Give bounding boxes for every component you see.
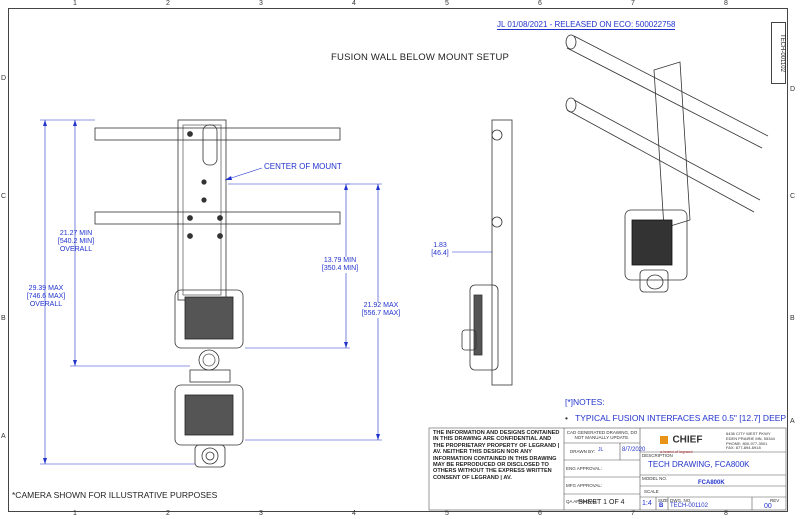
notes-item-text: TYPICAL FUSION INTERFACES ARE 0.5" [12.7… — [575, 413, 787, 423]
address-line-1: 6436 CITY WEST PKWY — [726, 431, 771, 436]
zone-col-bottom-3: 3 — [259, 510, 263, 517]
zone-col-bottom-5: 5 — [445, 510, 449, 517]
front-upper-knob — [198, 349, 220, 371]
rev-label: REV — [770, 498, 780, 503]
dim-max-center-inch: 21.92 MAX — [363, 302, 399, 309]
iso-rail — [653, 61, 691, 229]
rev-value: 00 — [764, 503, 772, 510]
zone-col-bottom-4: 4 — [352, 510, 356, 517]
front-upper-bracket — [174, 289, 244, 349]
brand-mark-icon — [660, 435, 668, 444]
dim-max-center: 21.92 MAX [556.7 MAX] — [356, 302, 406, 318]
notes-heading: [*]NOTES: — [565, 397, 605, 407]
iso-camera — [624, 209, 688, 281]
front-rail — [177, 119, 227, 301]
dim-max-overall: 29.39 MAX [746.6 MAX] OVERALL — [20, 285, 72, 309]
zone-col-bottom-2: 2 — [166, 510, 170, 517]
address-line-2: EDEN PRAIRIE MN, 55344 — [726, 435, 775, 441]
zone-row-left-a: A — [1, 433, 6, 440]
address-line-3: PHONE: 800-977-3901 — [726, 440, 768, 446]
dim-min-center-mm: [350.4 MIN] — [321, 265, 359, 272]
description-value: TECH DRAWING, FCA800K — [648, 460, 750, 469]
center-of-mount-callout: CENTER OF MOUNT — [264, 162, 342, 171]
dwg-value: TECH-001102 — [670, 503, 708, 509]
model-label: MODEL NO. — [642, 476, 668, 481]
brand-address: 6436 CITY WEST PKWY EDEN PRAIRIE MN, 553… — [726, 431, 775, 451]
title-block-frame — [428, 427, 787, 511]
drawn-by-value: JL — [598, 447, 604, 453]
drawn-by-label: DRAWN BY: — [570, 449, 596, 454]
side-doc-number: TECH-001102 — [771, 22, 786, 84]
model-value: FCA800K — [698, 480, 725, 486]
zone-col-bottom-1: 1 — [73, 510, 77, 517]
dim-max-overall-mm: [746.6 MAX] — [26, 293, 66, 300]
eng-approval: ENG APPROVAL: — [566, 466, 602, 471]
drawn-date: 8/7/2020 — [622, 447, 646, 453]
sheet-number: SHEET 1 OF 4 — [578, 499, 625, 506]
dim-max-overall-label: OVERALL — [29, 301, 63, 308]
zone-col-bottom-8: 8 — [724, 510, 728, 517]
scale-value: 1:4 — [642, 500, 652, 507]
dwg-label: DWG. NO. — [670, 498, 692, 503]
description-label: DESCRIPTION — [642, 453, 673, 458]
zone-col-top-8: 8 — [724, 0, 728, 7]
dim-max-center-mm: [556.7 MAX] — [361, 310, 401, 317]
side-bracket — [469, 284, 499, 371]
zone-row-right-b: B — [790, 315, 795, 322]
qa-approval: QA APPROVAL: — [566, 499, 599, 504]
zone-col-top-3: 3 — [259, 0, 263, 7]
confidential-notice: THE INFORMATION AND DESIGNS CONTAINED IN… — [433, 430, 560, 481]
lower-crossbar — [94, 211, 341, 225]
dim-min-center: 13.79 MIN [350.4 MIN] — [314, 257, 366, 273]
zone-row-left-b: B — [1, 315, 6, 322]
zone-row-left-c: C — [1, 193, 7, 200]
notes-bullet: • — [565, 413, 576, 423]
zone-col-bottom-6: 6 — [538, 510, 542, 517]
brand-logo: CHIEF a brand of legrand — [660, 431, 702, 454]
zone-col-bottom-7: 7 — [631, 510, 635, 517]
zone-col-top-7: 7 — [631, 0, 635, 7]
dim-depth: 1.83 [46.4] — [426, 242, 454, 258]
upper-crossbar — [94, 127, 341, 141]
dim-min-overall-inch: 21.27 MIN — [59, 230, 93, 237]
dim-max-overall-inch: 29.39 MAX — [28, 285, 64, 292]
dim-min-overall-label: OVERALL — [59, 246, 93, 253]
zone-row-left-d: D — [1, 75, 7, 82]
brand-sub: a brand of legrand — [660, 449, 693, 454]
zone-col-top-5: 5 — [445, 0, 449, 7]
zone-col-top-2: 2 — [166, 0, 170, 7]
scale-label: SCALE — [644, 489, 659, 494]
dim-depth-inch: 1.83 — [433, 242, 447, 249]
mfg-approval: MFG APPROVAL: — [566, 483, 603, 488]
dim-min-overall-mm: [540.2 MIN] — [57, 238, 95, 245]
drawing-border — [8, 8, 788, 512]
size-label: SIZE — [658, 498, 669, 503]
zone-col-top-6: 6 — [538, 0, 542, 7]
dim-min-center-inch: 13.79 MIN — [323, 257, 357, 264]
zone-col-top-1: 1 — [73, 0, 77, 7]
zone-row-right-a: A — [790, 418, 795, 425]
footnote: *CAMERA SHOWN FOR ILLUSTRATIVE PURPOSES — [12, 490, 218, 500]
size-value: B — [659, 503, 664, 509]
side-rail — [491, 119, 513, 386]
zone-row-right-d: D — [790, 86, 796, 93]
page-title: FUSION WALL BELOW MOUNT SETUP — [331, 52, 510, 63]
zone-col-top-4: 4 — [352, 0, 356, 7]
zone-row-right-c: C — [790, 193, 796, 200]
revision-note: JL 01/08/2021 - RELEASED ON ECO: 5000227… — [497, 20, 676, 30]
brand-name: CHIEF — [672, 434, 703, 446]
dim-min-overall: 21.27 MIN [540.2 MIN] OVERALL — [50, 230, 102, 254]
cad-note: CAD GENERATED DRAWING, DO NOT MANUALLY U… — [566, 430, 638, 440]
address-line-4: FAX: 877-894-6918 — [726, 445, 761, 451]
notes-item: • TYPICAL FUSION INTERFACES ARE 0.5" [12… — [565, 413, 786, 423]
dim-depth-mm: [46.4] — [431, 250, 449, 257]
